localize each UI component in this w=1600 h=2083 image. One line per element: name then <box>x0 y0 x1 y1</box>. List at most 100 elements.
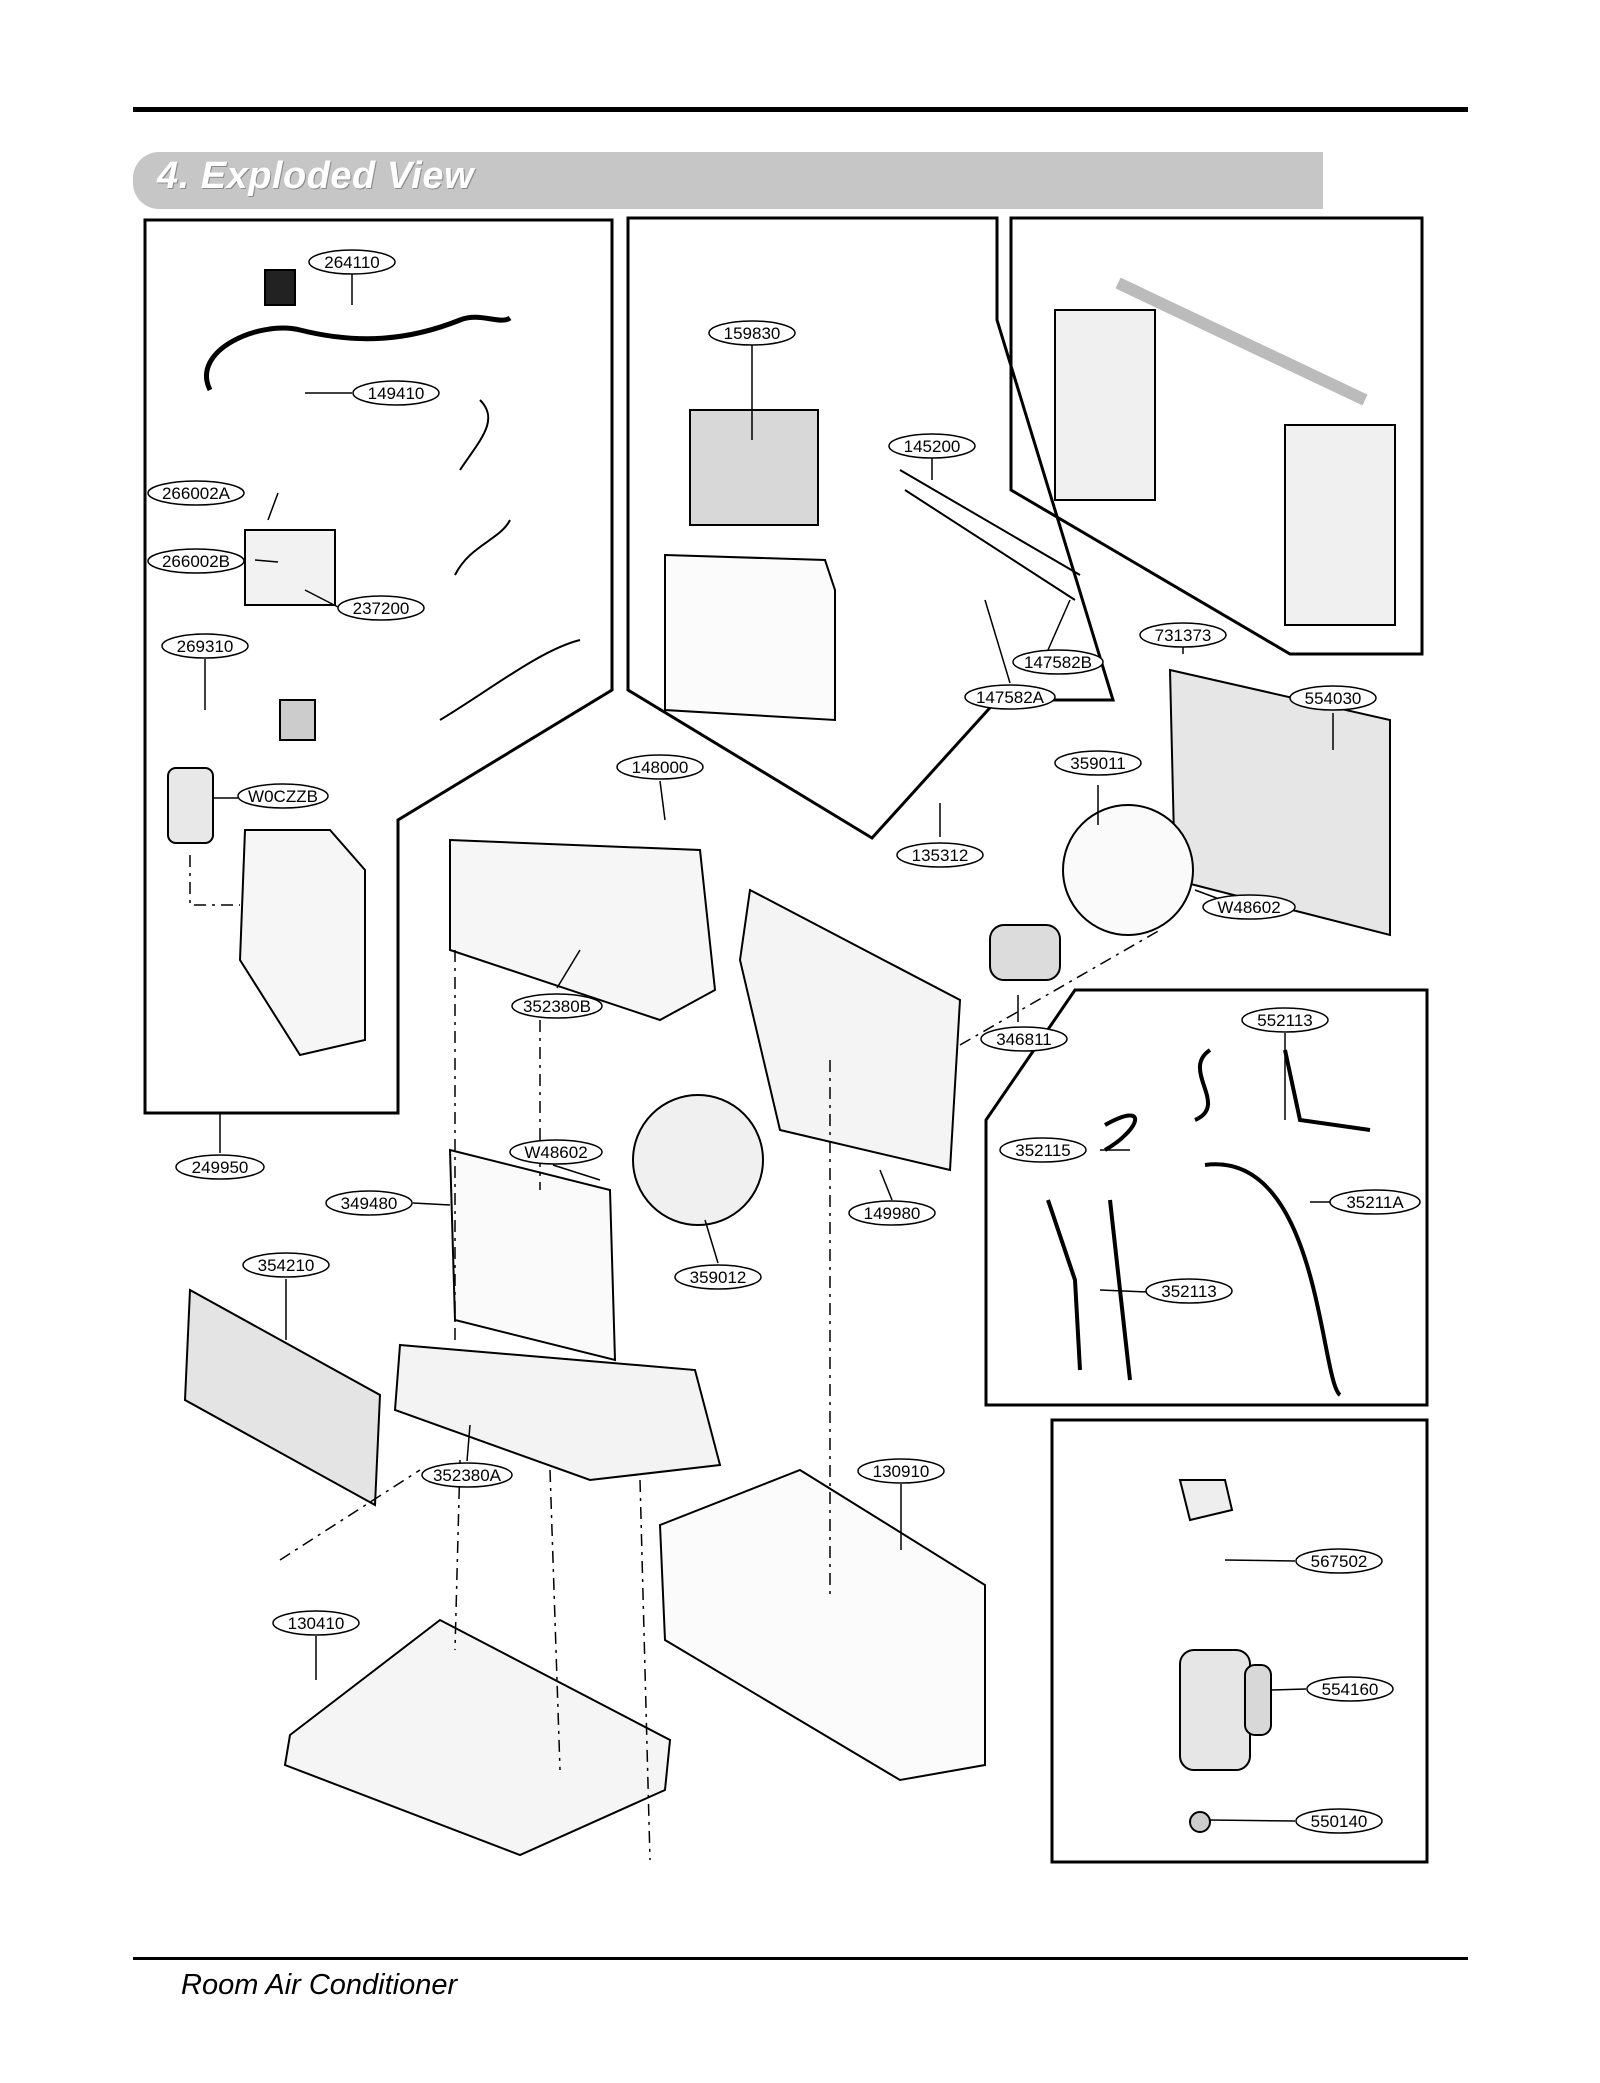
side-panel-group-frame <box>1009 216 1424 656</box>
callout-249950: 249950 <box>175 1154 265 1180</box>
leaders <box>204 274 1334 1822</box>
part-label: 149410 <box>368 384 425 403</box>
part-label: W48602 <box>1217 898 1280 917</box>
callout-W48602-top: W48602 <box>1202 894 1296 920</box>
power-cord-part <box>204 314 512 392</box>
louver-part <box>899 469 1081 601</box>
front-grille-group-frame <box>626 216 1116 840</box>
leader <box>879 1169 893 1201</box>
callout-731373: 731373 <box>1139 622 1227 648</box>
callout-352113: 352113 <box>1145 1278 1233 1304</box>
part-label: 148000 <box>632 758 689 777</box>
leader <box>984 599 1011 684</box>
control-box-part <box>244 529 336 606</box>
leader <box>304 589 339 608</box>
callout-149410: 149410 <box>352 380 440 406</box>
callout-550140: 550140 <box>1295 1808 1383 1834</box>
wire-harness-part <box>439 399 581 721</box>
callout-352380B: 352380B <box>511 993 603 1019</box>
leader <box>1224 1559 1296 1562</box>
part-label: 352113 <box>1161 1282 1216 1301</box>
callout-346811: 346811 <box>980 1026 1068 1052</box>
leader <box>1271 1688 1307 1691</box>
callout-554030: 554030 <box>1289 685 1377 711</box>
grommet-part <box>1189 1811 1211 1833</box>
top-rail-part <box>1115 277 1368 406</box>
assembly-line <box>959 929 1161 1046</box>
cabinet-part <box>658 1468 986 1782</box>
orifice-shroud-part <box>738 888 962 1172</box>
callout-264110: 264110 <box>308 249 396 275</box>
side-panel-right-part <box>1284 424 1396 626</box>
callout-352115: 352115 <box>999 1137 1087 1163</box>
discharge-pipe-part <box>1194 1048 1371 1132</box>
base-pan-part <box>283 1618 672 1857</box>
callout-130410: 130410 <box>272 1610 360 1636</box>
electrical-bracket-part <box>238 829 366 1057</box>
air-guide-part <box>449 838 717 1022</box>
leader <box>556 949 581 989</box>
callout-552113: 552113 <box>1241 1007 1329 1033</box>
part-label: 352115 <box>1015 1141 1070 1160</box>
leader <box>704 1219 719 1264</box>
part-label: 145200 <box>904 437 961 456</box>
callout-147582B: 147582B <box>1012 649 1104 675</box>
section-heading: 4. Exploded View <box>133 152 1323 209</box>
callout-349480: 349480 <box>325 1190 413 1216</box>
assembly-line <box>279 1469 421 1561</box>
part-label: 264110 <box>324 253 379 272</box>
part-label: 346811 <box>996 1030 1051 1049</box>
part-label: W48602 <box>524 1143 587 1162</box>
relay-part <box>279 699 316 741</box>
part-label: 352380B <box>523 997 591 1016</box>
callout-W48602-mid: W48602 <box>509 1139 603 1165</box>
callout-147582A: 147582A <box>964 684 1056 710</box>
compressor-group-frame <box>1050 1418 1429 1864</box>
capacitor-part <box>167 767 214 844</box>
part-label: 159830 <box>724 324 781 343</box>
piping-group-frame <box>984 988 1429 1407</box>
callout-354210: 354210 <box>242 1252 330 1278</box>
part-label: 266002A <box>162 484 231 503</box>
footer-title: Room Air Conditioner <box>181 1969 458 2001</box>
part-label: 359012 <box>690 1268 747 1287</box>
leader <box>412 1202 451 1206</box>
suction-pipe-part <box>1104 1113 1342 1397</box>
callout-359012: 359012 <box>674 1264 762 1290</box>
callout-269310: 269310 <box>161 633 249 659</box>
part-label: 237200 <box>353 599 410 618</box>
bottom-rule <box>133 1957 1468 1960</box>
part-label: 349480 <box>341 1194 398 1213</box>
part-label: 567502 <box>1311 1552 1368 1571</box>
callout-266002A: 266002A <box>147 480 245 506</box>
part-label: 731373 <box>1155 626 1212 645</box>
callout-567502: 567502 <box>1295 1548 1383 1574</box>
part-label: 266002B <box>162 552 230 571</box>
part-label: 147582A <box>976 688 1045 707</box>
leader <box>1209 1819 1296 1822</box>
group-frames <box>143 216 1429 1864</box>
part-label: 149980 <box>864 1204 921 1223</box>
part-label: 352380A <box>433 1466 502 1485</box>
leader <box>1047 599 1071 651</box>
top-rule <box>133 107 1468 112</box>
parts <box>167 269 1396 1857</box>
assembly-line <box>549 1469 561 1771</box>
callout-359011: 359011 <box>1054 750 1142 776</box>
leader <box>254 559 279 563</box>
air-filter-part <box>689 409 819 526</box>
part-label: 130910 <box>873 1462 930 1481</box>
callout-159830: 159830 <box>708 320 796 346</box>
callout-149980: 149980 <box>848 1200 936 1226</box>
condenser-part <box>1168 668 1391 937</box>
callout-148000: 148000 <box>616 754 704 780</box>
callout-35211A: 35211A <box>1329 1189 1421 1215</box>
callout-145200: 145200 <box>888 433 976 459</box>
part-label: 35211A <box>1346 1193 1404 1212</box>
drain-pan-part <box>393 1343 722 1482</box>
part-label: 550140 <box>1311 1812 1368 1831</box>
assembly-line <box>189 855 240 906</box>
callout-130910: 130910 <box>857 1458 945 1484</box>
leader <box>267 492 279 521</box>
